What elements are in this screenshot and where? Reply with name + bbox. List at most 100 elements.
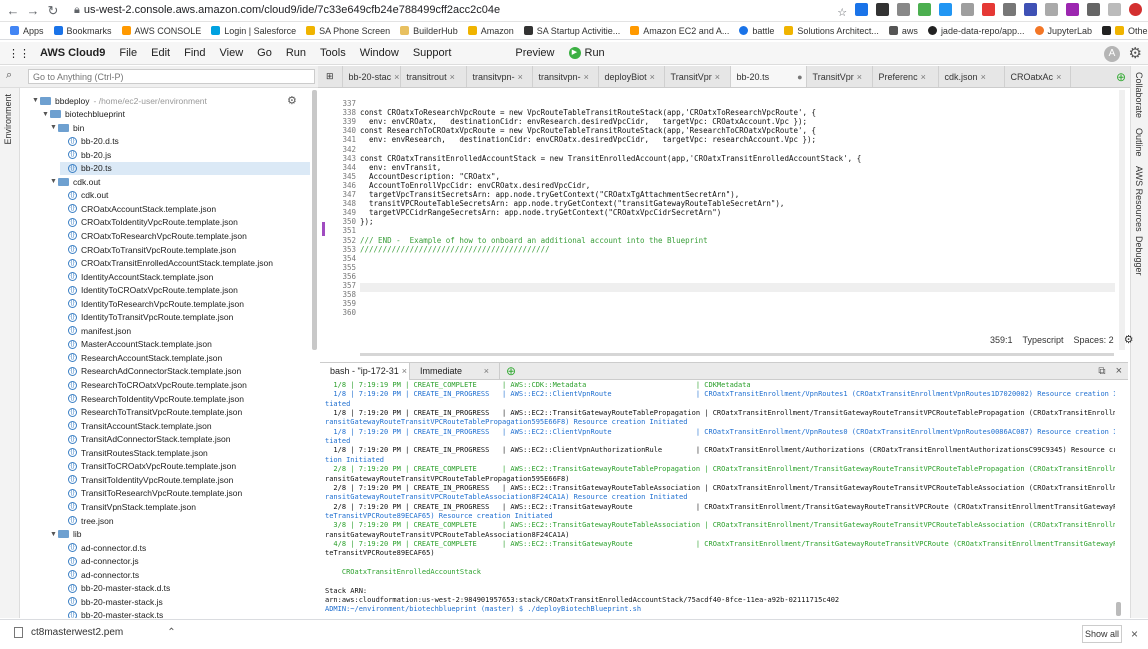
menu-run[interactable]: Run: [285, 47, 307, 59]
bookmark-item[interactable]: battle: [739, 26, 774, 36]
extension-icon-13[interactable]: [1107, 3, 1121, 16]
code-line[interactable]: AccountToEnrollVpcCidr: envCROatx.desire…: [360, 180, 591, 190]
chevron-down-icon[interactable]: ▼: [42, 110, 49, 118]
tree-file[interactable]: {}bb-20-master-stack.js: [60, 595, 163, 608]
cloud9-brand[interactable]: AWS Cloud9: [40, 47, 106, 59]
download-item[interactable]: ct8masterwest2.pem ⌃: [14, 627, 176, 638]
tree-file[interactable]: {}IdentityToTransitVpcRoute.template.jso…: [60, 311, 233, 324]
extension-icon-8[interactable]: [1002, 3, 1016, 16]
extension-icon-14[interactable]: [1129, 3, 1142, 16]
tree-file[interactable]: {}TransitVpnStack.template.json: [60, 500, 196, 513]
bookmark-item[interactable]: Login | Salesforce: [211, 26, 296, 36]
editor-tab[interactable]: cdk.json×: [939, 66, 1005, 87]
extension-icon-11[interactable]: [1065, 3, 1079, 16]
cursor-position[interactable]: 359:1: [990, 334, 1013, 345]
close-icon[interactable]: ×: [649, 71, 655, 82]
star-icon[interactable]: ☆: [837, 7, 848, 19]
add-terminal-icon[interactable]: ⊕: [506, 364, 517, 378]
bookmark-item[interactable]: JupyterLab: [1034, 26, 1092, 36]
editor-tab-active[interactable]: bb-20.ts●: [730, 66, 807, 87]
show-all-button[interactable]: Show all: [1082, 625, 1122, 643]
debugger-panel-tab[interactable]: Debugger: [1134, 236, 1144, 276]
editor-tab[interactable]: transitrout×: [401, 66, 467, 87]
extension-icon-12[interactable]: [1086, 3, 1100, 16]
close-icon[interactable]: ×: [920, 71, 926, 82]
tree-file[interactable]: {}CROatxToIdentityVpcRoute.template.json: [60, 216, 238, 229]
editor-vertical-scrollbar[interactable]: [1119, 90, 1125, 350]
menu-find[interactable]: Find: [184, 47, 206, 59]
close-icon[interactable]: ×: [483, 366, 489, 376]
tree-folder[interactable]: ▼lib: [50, 528, 82, 541]
chevron-up-icon[interactable]: ⌃: [167, 627, 176, 638]
close-icon[interactable]: ×: [856, 71, 862, 82]
back-arrow-icon[interactable]: ←: [6, 3, 20, 18]
editor-tab[interactable]: Preferenc×: [873, 66, 939, 87]
tree-file[interactable]: {}CROatxToResearchVpcRoute.template.json: [60, 229, 247, 242]
preview-button[interactable]: Preview: [515, 47, 555, 59]
code-line[interactable]: AccountDescription: "CROatx",: [360, 171, 500, 181]
tree-file[interactable]: {}TransitRoutesStack.template.json: [60, 446, 208, 459]
editor-tab[interactable]: transitvpn-×: [533, 66, 599, 87]
tree-file[interactable]: {}IdentityToResearchVpcRoute.template.js…: [60, 297, 244, 310]
apps-bookmark[interactable]: Apps: [10, 26, 44, 36]
tree-file[interactable]: {}ResearchToTransitVpcRoute.template.jso…: [60, 406, 242, 419]
extension-icon-3[interactable]: [897, 3, 911, 16]
tree-file[interactable]: {}ad-connector.ts: [60, 568, 139, 581]
code-line[interactable]: env: envCROatx, destinationCidr: envRese…: [360, 117, 808, 127]
editor-tab[interactable]: TransitVpr×: [807, 66, 873, 87]
aws-resources-panel-tab[interactable]: AWS Resources: [1134, 166, 1144, 232]
menu-window[interactable]: Window: [359, 47, 399, 59]
menu-support[interactable]: Support: [412, 47, 452, 59]
bookmark-item[interactable]: SA Startup Activitie...: [523, 26, 620, 36]
environment-panel-tab[interactable]: Environment: [3, 94, 13, 145]
code-line[interactable]: ////////////////////////////////////////…: [360, 244, 550, 254]
tree-file[interactable]: {}TransitAdConnectorStack.template.json: [60, 433, 230, 446]
close-panel-icon[interactable]: ×: [1115, 365, 1122, 377]
tree-file[interactable]: {}TransitToIdentityVpcRoute.template.jso…: [60, 473, 233, 486]
tabs-menu-icon[interactable]: ⊞: [318, 66, 343, 87]
code-line[interactable]: const CROatxToResearchVpcRoute = new Vpc…: [360, 108, 817, 118]
bookmark-item[interactable]: Bookmarks: [53, 26, 112, 36]
code-line[interactable]: targetVPCCidrRangeSecretsArn: app.node.t…: [360, 208, 722, 218]
chevron-down-icon[interactable]: ▼: [50, 530, 57, 538]
tree-folder[interactable]: ▼bin: [50, 121, 84, 134]
tree-file[interactable]: {}CROatxTransitEnrolledAccountStack.temp…: [60, 257, 273, 270]
tree-file[interactable]: {}bb-20.ts: [60, 161, 310, 175]
add-tab-icon[interactable]: ⊕: [1115, 70, 1126, 84]
tree-root[interactable]: ▼bbdeploy- /home/ec2-user/environment: [32, 95, 207, 106]
unsaved-dot-icon[interactable]: ●: [797, 71, 803, 82]
tree-file[interactable]: {}cdk.out: [60, 189, 108, 202]
menu-edit[interactable]: Edit: [151, 47, 171, 59]
tree-file[interactable]: {}MasterAccountStack.template.json: [60, 338, 212, 351]
bookmark-item[interactable]: jade-data-repo/app...: [927, 26, 1025, 36]
tree-file[interactable]: {}ResearchAdConnectorStack.template.json: [60, 365, 241, 378]
tree-file[interactable]: {}bb-20-master-stack.ts: [60, 609, 163, 618]
settings-gear-icon[interactable]: ⚙: [1123, 334, 1134, 346]
language-mode[interactable]: Typescript: [1022, 334, 1064, 345]
code-line[interactable]: env: envTransit,: [360, 162, 442, 172]
avatar[interactable]: A: [1104, 46, 1120, 62]
extension-icon-6[interactable]: [960, 3, 974, 16]
forward-arrow-icon[interactable]: →: [26, 3, 40, 18]
tree-file[interactable]: {}ad-connector.js: [60, 555, 139, 568]
tree-file[interactable]: {}bb-20.js: [60, 148, 111, 161]
close-icon[interactable]: ×: [401, 366, 408, 376]
bash-terminal-tab[interactable]: bash - "ip-172-31×: [320, 362, 410, 380]
maximize-icon[interactable]: ⧉: [1098, 365, 1106, 377]
editor-horizontal-scrollbar[interactable]: [360, 353, 1114, 356]
close-icon[interactable]: ×: [980, 71, 986, 82]
editor-tab[interactable]: deployBiot×: [599, 66, 665, 87]
code-line[interactable]: });: [360, 217, 374, 227]
collapse-icon[interactable]: ⋮⋮: [8, 47, 30, 60]
tree-file[interactable]: {}TransitToResearchVpcRoute.template.jso…: [60, 487, 242, 500]
tree-file[interactable]: {}IdentityToCROatxVpcRoute.template.json: [60, 284, 238, 297]
tree-file[interactable]: {}ResearchToIdentityVpcRoute.template.js…: [60, 392, 244, 405]
tree-file[interactable]: {}IdentityAccountStack.template.json: [60, 270, 213, 283]
code-line[interactable]: /// END - Example of how to onboard an a…: [360, 235, 708, 245]
close-icon[interactable]: ×: [394, 71, 400, 82]
goto-anything-input[interactable]: [28, 69, 315, 84]
extension-icon-1[interactable]: [855, 3, 869, 16]
terminal-scrollbar[interactable]: [1116, 602, 1121, 616]
tree-file[interactable]: {}ResearchToCROatxVpcRoute.template.json: [60, 379, 247, 392]
